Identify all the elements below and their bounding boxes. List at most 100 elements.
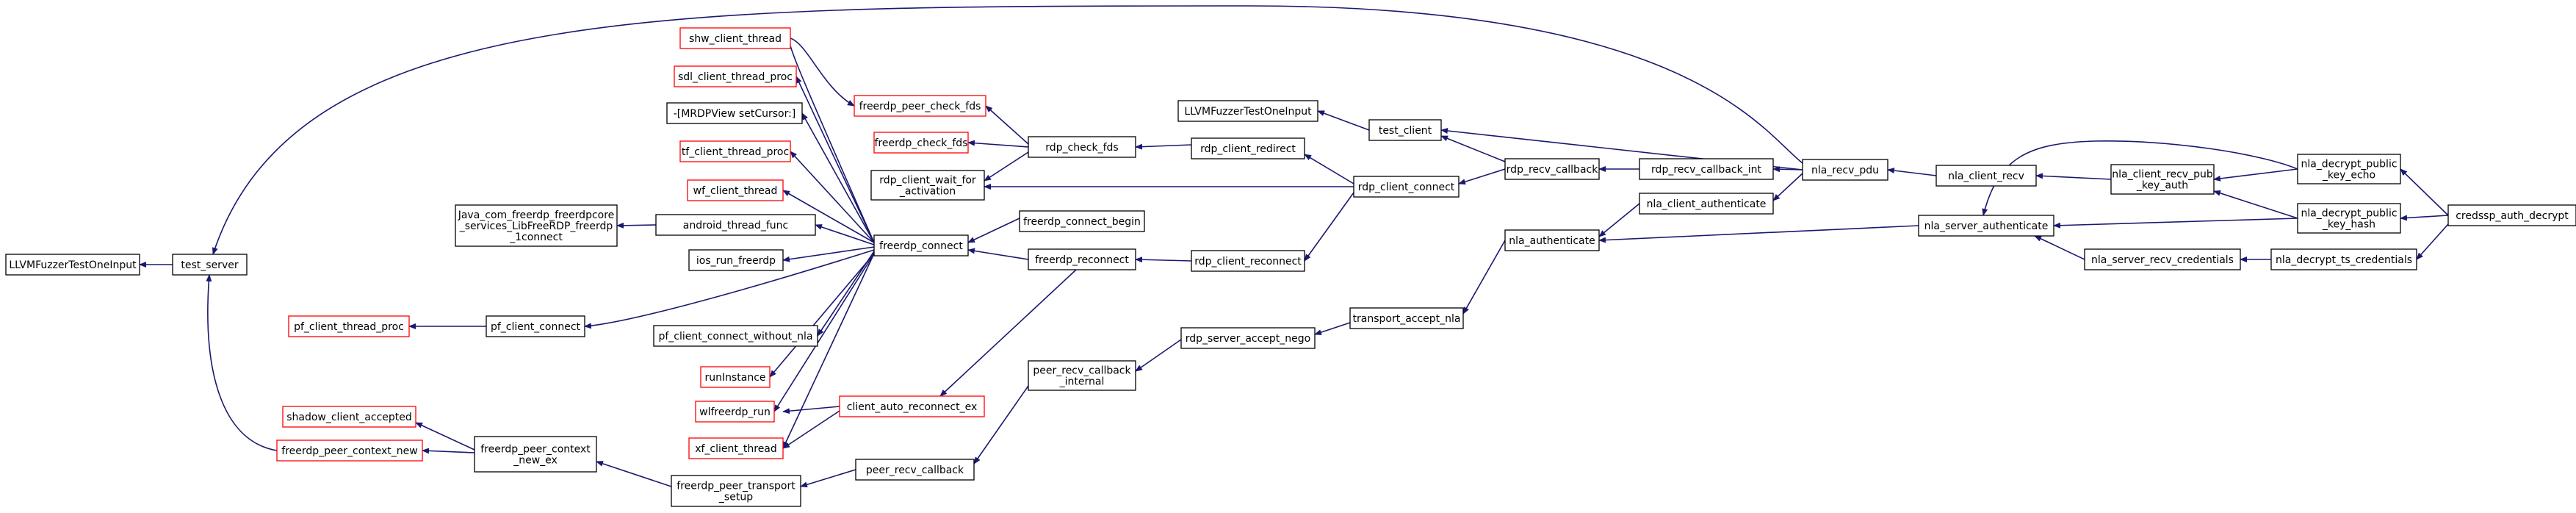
node-box <box>688 437 784 459</box>
function-node-decrypt-ts[interactable]: nla_decrypt_ts_credentials <box>2270 248 2417 270</box>
node-label: _new_ex <box>513 455 558 467</box>
function-node-wlf[interactable]: wlfreerdp_run <box>695 401 775 423</box>
function-node-fuzz-client[interactable]: LLVMFuzzerTestOneInput <box>1177 100 1318 122</box>
function-node-decrypt-echo[interactable]: nla_decrypt_public_key_echo <box>2297 154 2401 184</box>
function-node-auto-reconnect[interactable]: client_auto_reconnect_ex <box>839 395 985 417</box>
function-node-transport-nla[interactable]: transport_accept_nla <box>1349 307 1464 329</box>
call-edge <box>1304 154 1354 184</box>
function-node-freerdp-check-fds[interactable]: freerdp_check_fds <box>873 132 969 154</box>
function-node-xf[interactable]: xf_client_thread <box>688 437 784 459</box>
call-edge <box>422 448 475 454</box>
call-nodes: credssp_auth_decrypt nla_decrypt_public_k… <box>5 27 2576 507</box>
node-label: xf_client_thread <box>695 443 777 455</box>
node-label: freerdp_peer_context <box>480 444 591 456</box>
function-node-fuzz-server[interactable]: LLVMFuzzerTestOneInput <box>5 254 140 276</box>
function-node-client-connect[interactable]: rdp_client_connect <box>1353 176 1460 198</box>
node-label: freerdp_check_fds <box>875 137 968 149</box>
node-label: freerdp_connect <box>879 240 963 252</box>
node-box <box>666 102 803 124</box>
function-node-android[interactable]: android_thread_func <box>655 214 816 236</box>
node-label: nla_server_authenticate <box>1924 220 2049 232</box>
call-edge <box>616 222 657 229</box>
node-box <box>679 140 791 162</box>
function-node-nla-auth[interactable]: nla_authenticate <box>1504 229 1600 251</box>
node-label: _activation <box>899 186 956 198</box>
function-node-decrypt-hash[interactable]: nla_decrypt_public_key_hash <box>2297 203 2401 234</box>
node-label: LLVMFuzzerTestOneInput <box>1184 106 1312 118</box>
call-edge <box>967 140 1029 148</box>
node-label: pf_client_thread_proc <box>294 321 404 333</box>
call-edge <box>800 469 856 488</box>
node-label: nla_decrypt_public <box>2301 208 2397 220</box>
function-node-transport-setup[interactable]: freerdp_peer_transport_setup <box>671 475 801 507</box>
function-node-freerdp-connect[interactable]: freerdp_connect <box>873 234 969 256</box>
function-node-recv-pub-key[interactable]: nla_client_recv_pub_key_auth <box>2110 164 2215 195</box>
node-box <box>695 401 775 423</box>
function-node-freerdp-reconnect[interactable]: freerdp_reconnect <box>1028 248 1136 270</box>
function-node-server-auth[interactable]: nla_server_authenticate <box>1918 215 2054 237</box>
function-node-runInstance[interactable]: runInstance <box>700 366 771 388</box>
node-box <box>1639 193 1774 215</box>
function-node-peer-cb[interactable]: peer_recv_callback <box>855 459 975 481</box>
function-node-peer-check-fds[interactable]: freerdp_peer_check_fds <box>854 95 986 117</box>
function-node-shw[interactable]: shw_client_thread <box>679 27 791 49</box>
node-box <box>854 95 986 117</box>
function-node-wf-thread[interactable]: wf_client_thread <box>687 179 784 201</box>
function-node-wait-activation[interactable]: rdp_client_wait_for_activation <box>870 170 985 201</box>
function-node-root[interactable]: credssp_auth_decrypt <box>2447 204 2576 226</box>
function-node-client-reconnect[interactable]: rdp_client_reconnect <box>1191 250 1305 272</box>
call-edge <box>939 269 1077 397</box>
function-node-check-fds[interactable]: rdp_check_fds <box>1028 136 1136 158</box>
node-label: shw_client_thread <box>689 33 782 45</box>
function-node-shadow[interactable]: shadow_client_accepted <box>282 406 416 428</box>
node-box <box>855 459 975 481</box>
node-label: freerdp_connect_begin <box>1023 216 1141 228</box>
function-node-recv-cb-int[interactable]: rdp_recv_callback_int <box>1639 158 1774 180</box>
node-label: -[MRDPView setCursor:] <box>674 108 796 120</box>
function-node-ctx-new-ex[interactable]: freerdp_peer_context_new_ex <box>474 436 597 473</box>
function-node-pf-connect[interactable]: pf_client_connect <box>486 315 585 337</box>
node-box <box>1028 360 1136 391</box>
call-edge <box>984 151 1029 182</box>
node-box <box>2297 154 2401 184</box>
node-box <box>688 249 784 271</box>
function-node-pf-proc[interactable]: pf_client_thread_proc <box>288 315 410 337</box>
call-edge <box>2034 235 2085 260</box>
function-node-client-auth[interactable]: nla_client_authenticate <box>1639 193 1774 215</box>
node-box <box>1191 137 1305 159</box>
function-node-client-recv[interactable]: nla_client_recv <box>1935 165 2037 187</box>
function-node-test-client[interactable]: test_client <box>1368 119 1442 141</box>
node-box <box>839 395 985 417</box>
function-node-tf[interactable]: tf_client_thread_proc <box>679 140 791 162</box>
node-box <box>1177 100 1318 122</box>
function-node-mrdp[interactable]: -[MRDPView setCursor:] <box>666 102 803 124</box>
function-node-recv-pdu[interactable]: nla_recv_pdu <box>1802 159 1888 181</box>
function-node-client-redirect[interactable]: rdp_client_redirect <box>1191 137 1305 159</box>
function-node-ctx-new[interactable]: freerdp_peer_context_new <box>276 440 423 462</box>
function-node-ios[interactable]: ios_run_freerdp <box>688 249 784 271</box>
node-label: _setup <box>718 492 753 503</box>
node-label: nla_client_recv_pub <box>2112 169 2213 181</box>
function-node-pf-without[interactable]: pf_client_connect_without_nla <box>653 325 818 347</box>
function-node-sdl[interactable]: sdl_client_thread_proc <box>674 65 797 87</box>
call-edge <box>206 274 278 451</box>
function-node-peer-cb-internal[interactable]: peer_recv_callback_internal <box>1028 360 1136 391</box>
function-node-server-recv-cred[interactable]: nla_server_recv_credentials <box>2084 248 2241 270</box>
function-node-test-server[interactable]: test_server <box>172 254 248 276</box>
call-edge <box>782 253 875 449</box>
node-label: wf_client_thread <box>693 185 778 197</box>
function-node-accept-nego[interactable]: rdp_server_accept_nego <box>1180 327 1316 349</box>
node-label: freerdp_peer_transport <box>677 481 795 492</box>
function-node-connect-begin[interactable]: freerdp_connect_begin <box>1019 210 1145 232</box>
node-label: Java_com_freerdp_freerdpcore <box>458 209 615 221</box>
node-box <box>873 234 969 256</box>
call-edges <box>139 5 2449 488</box>
node-box <box>1504 229 1600 251</box>
node-label: wlfreerdp_run <box>699 406 771 418</box>
function-node-java[interactable]: Java_com_freerdp_freerdpcore_services_Li… <box>455 204 618 247</box>
call-edge <box>801 112 875 243</box>
node-label: nla_client_authenticate <box>1647 198 1767 210</box>
function-node-recv-cb[interactable]: rdp_recv_callback <box>1504 158 1600 180</box>
node-box <box>455 204 618 247</box>
